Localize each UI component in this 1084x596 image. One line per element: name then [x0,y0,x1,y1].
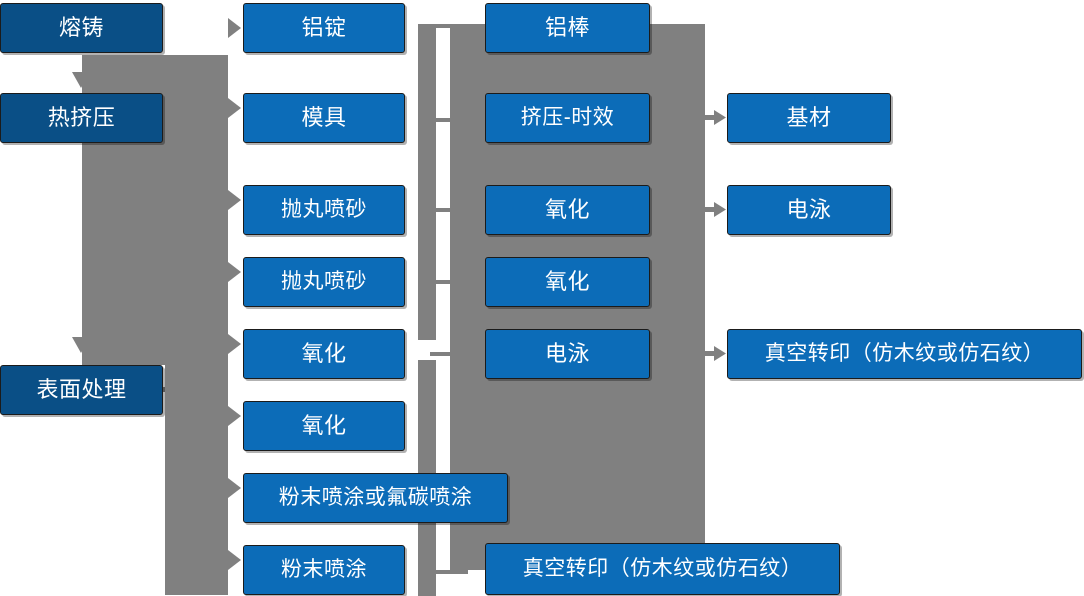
process-box-aluminum-bar[interactable]: 铝棒 [485,3,650,53]
arrow-to-col2-2 [228,98,241,118]
rung-1 [418,24,468,28]
arrow-to-col4-3 [705,346,726,361]
arrow-to-col4-2 [705,202,726,217]
stage-box-hot-extrusion[interactable]: 热挤压 [0,93,163,143]
rung-4 [430,280,468,284]
stage-feeder-lower [165,365,228,595]
arrow-to-col2-8 [228,550,241,570]
rung-3 [430,208,468,212]
arrow-to-col2-5 [228,334,241,354]
process-box-extrusion-aging[interactable]: 挤压-时效 [485,93,650,143]
surface-treatment-stub [163,387,185,392]
process-box-powder-coating[interactable]: 粉末喷涂 [243,545,405,595]
arrow-down-to-surface-treatment [72,337,90,353]
result-box-vacuum-transfer[interactable]: 真空转印（仿木纹或仿石纹） [727,329,1082,379]
process-box-shot-blasting-1[interactable]: 抛丸喷砂 [243,185,405,235]
arrow-down-to-hot-extrusion [72,72,90,88]
rung-2 [430,118,468,122]
rung-5 [430,352,468,356]
arrow-to-col2-1 [228,18,241,38]
process-box-oxidation-2[interactable]: 氧化 [243,401,405,451]
arrow-to-col2-7 [228,478,241,498]
process-box-oxidation-4[interactable]: 氧化 [485,257,650,307]
process-box-electrophoresis-1[interactable]: 电泳 [485,329,650,379]
arrow-to-col4-1 [705,110,726,125]
result-box-substrate[interactable]: 基材 [727,93,891,143]
result-box-electrophoresis[interactable]: 电泳 [727,185,891,235]
arrow-to-col2-6 [228,406,241,426]
process-box-oxidation-3[interactable]: 氧化 [485,185,650,235]
arrow-to-col2-3 [228,190,241,210]
process-box-shot-blasting-2[interactable]: 抛丸喷砂 [243,257,405,307]
process-box-aluminum-ingot[interactable]: 铝锭 [243,3,405,53]
process-box-powder-or-fluorocarbon-coating[interactable]: 粉末喷涂或氟碳喷涂 [243,473,508,523]
rung-6 [430,570,468,574]
process-box-oxidation-1[interactable]: 氧化 [243,329,405,379]
arrow-to-col2-4 [228,262,241,282]
stage-box-surface-treatment[interactable]: 表面处理 [0,365,163,415]
col2-col3-bus-upper [418,24,436,340]
stage-box-melt-cast[interactable]: 熔铸 [0,3,163,53]
process-box-mold[interactable]: 模具 [243,93,405,143]
process-box-vacuum-transfer-1[interactable]: 真空转印（仿木纹或仿石纹） [485,543,840,595]
